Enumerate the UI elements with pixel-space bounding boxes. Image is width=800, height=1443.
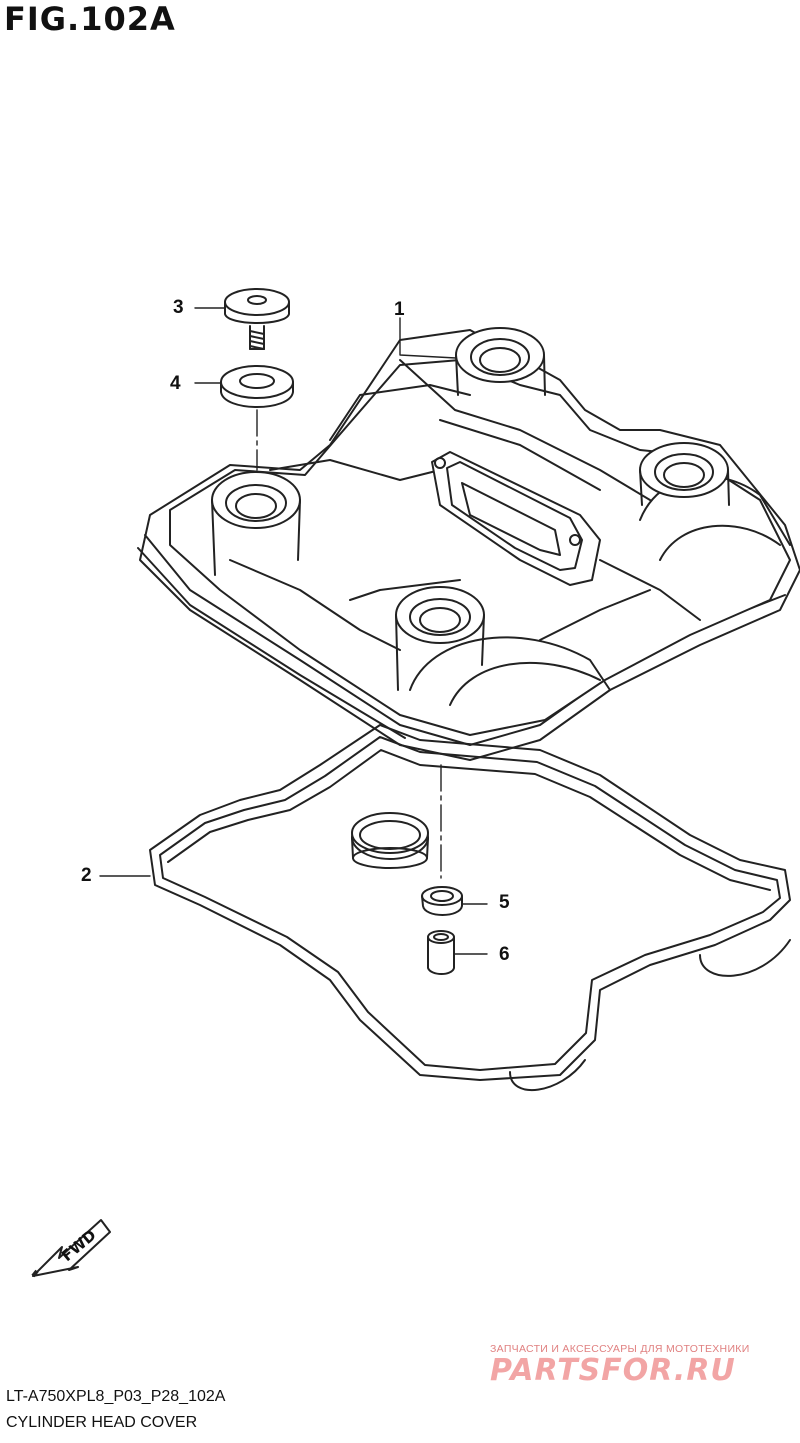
washer-part [220,365,294,408]
callout-4: 4 [170,373,181,394]
callout-2: 2 [81,865,92,886]
leader-lines [99,307,488,955]
figure-caption: CYLINDER HEAD COVER [6,1414,198,1431]
figure-title: FIG.102A [4,0,176,38]
callout-6: 6 [499,944,510,965]
watermark-tagline: ЗАПЧАСТИ И АКСЕССУАРЫ ДЛЯ МОТОТЕХНИКИ [490,1343,750,1355]
watermark-brand: PARTSFOR.RU [490,1353,736,1388]
cylinder-head-cover-part [137,327,800,761]
dowel-pin-part [427,930,455,975]
seal-part [421,886,463,916]
model-code: LT-A750XPL8_P03_P28_102A [6,1388,226,1405]
bolt-part [224,288,290,350]
callout-3: 3 [173,297,184,318]
fwd-arrow-icon: FWD [31,1219,111,1278]
callout-1: 1 [394,299,405,320]
callout-5: 5 [499,892,510,913]
cover-gasket-part [149,724,791,1092]
